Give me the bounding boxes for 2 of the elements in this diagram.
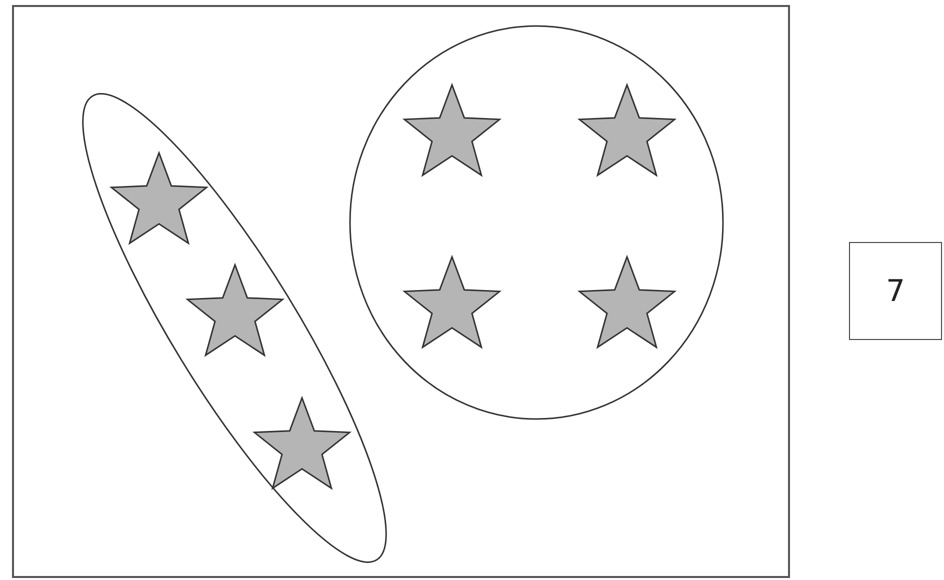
frame-border [12,5,790,578]
number-box: 7 [849,242,942,340]
